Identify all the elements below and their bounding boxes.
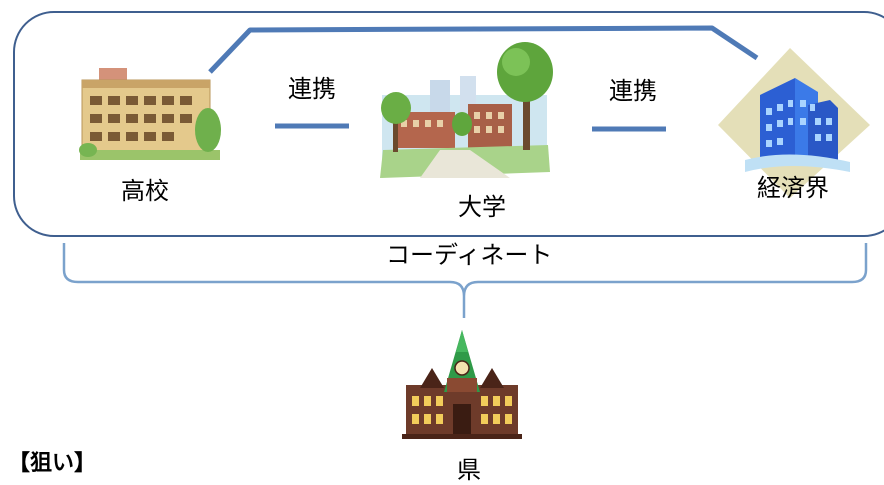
business-label: 経済界 <box>757 175 829 202</box>
university-label: 大学 <box>458 194 506 221</box>
prefecture-label: 県 <box>457 457 481 484</box>
high-school-label: 高校 <box>121 178 169 205</box>
link-label-left: 連携 <box>288 76 336 103</box>
top-connector <box>208 25 759 74</box>
link-label-right: 連携 <box>609 78 657 105</box>
business-icon <box>718 48 870 198</box>
aim-heading: 【狙い】 <box>8 450 97 475</box>
high-school-icon <box>79 68 221 160</box>
prefecture-icon <box>402 330 522 439</box>
coordinate-label: コーディネート <box>386 242 553 269</box>
university-icon <box>380 42 553 178</box>
collaboration-frame <box>13 11 884 237</box>
coordinate-brace <box>62 243 868 318</box>
